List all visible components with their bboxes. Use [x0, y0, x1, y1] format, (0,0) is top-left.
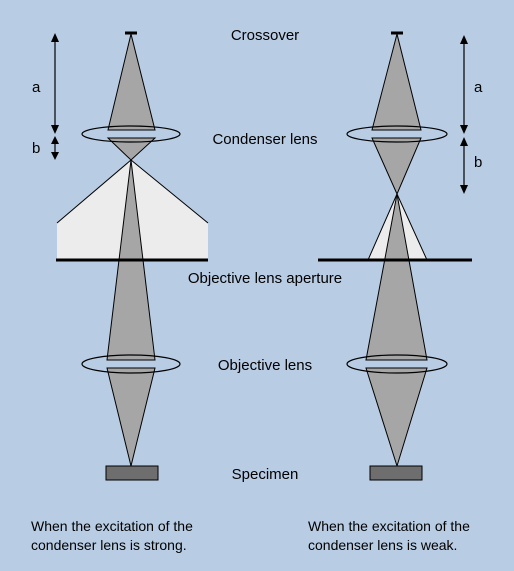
left-caption-line2: condenser lens is strong. — [31, 537, 187, 553]
right-caption-line2: condenser lens is weak. — [308, 537, 457, 553]
left-dim-b-label: b — [32, 140, 40, 157]
right-specimen — [369, 465, 423, 481]
left-panel: a b — [32, 31, 209, 481]
left-objective-lens — [81, 354, 181, 374]
crossover-label: Crossover — [231, 27, 299, 44]
left-beam-converging — [106, 137, 157, 161]
left-condenser-lens — [81, 125, 181, 143]
center-labels: Crossover Condenser lens Objective lens … — [188, 27, 342, 483]
left-specimen — [105, 465, 159, 481]
right-dim-b-arrow — [460, 137, 468, 194]
right-condenser-lens — [346, 125, 448, 143]
specimen-label: Specimen — [232, 466, 299, 483]
left-dim-a-label: a — [32, 79, 41, 96]
right-dim-a-arrow — [460, 35, 468, 134]
left-caption-line1: When the excitation of the — [31, 518, 193, 534]
right-dim-a-label: a — [474, 79, 483, 96]
right-objective-lens — [346, 354, 448, 374]
right-caption-line1: When the excitation of the — [308, 518, 470, 534]
objective-lens-aperture-label: Objective lens aperture — [188, 270, 342, 287]
right-panel: a b — [318, 31, 483, 481]
right-beam-upper — [371, 33, 422, 131]
right-dim-b-label: b — [474, 154, 482, 171]
left-beam-upper — [107, 33, 156, 131]
left-dim-b-arrow — [51, 136, 59, 160]
right-beam-focus — [365, 367, 428, 468]
condenser-lens-label: Condenser lens — [212, 131, 317, 148]
objective-lens-label: Objective lens — [218, 357, 312, 374]
right-beam-converging — [371, 137, 422, 196]
left-beam-focus — [106, 367, 156, 467]
right-beam-lower — [365, 193, 428, 361]
left-dim-a-arrow — [51, 33, 59, 134]
captions: When the excitation of the condenser len… — [31, 518, 470, 553]
